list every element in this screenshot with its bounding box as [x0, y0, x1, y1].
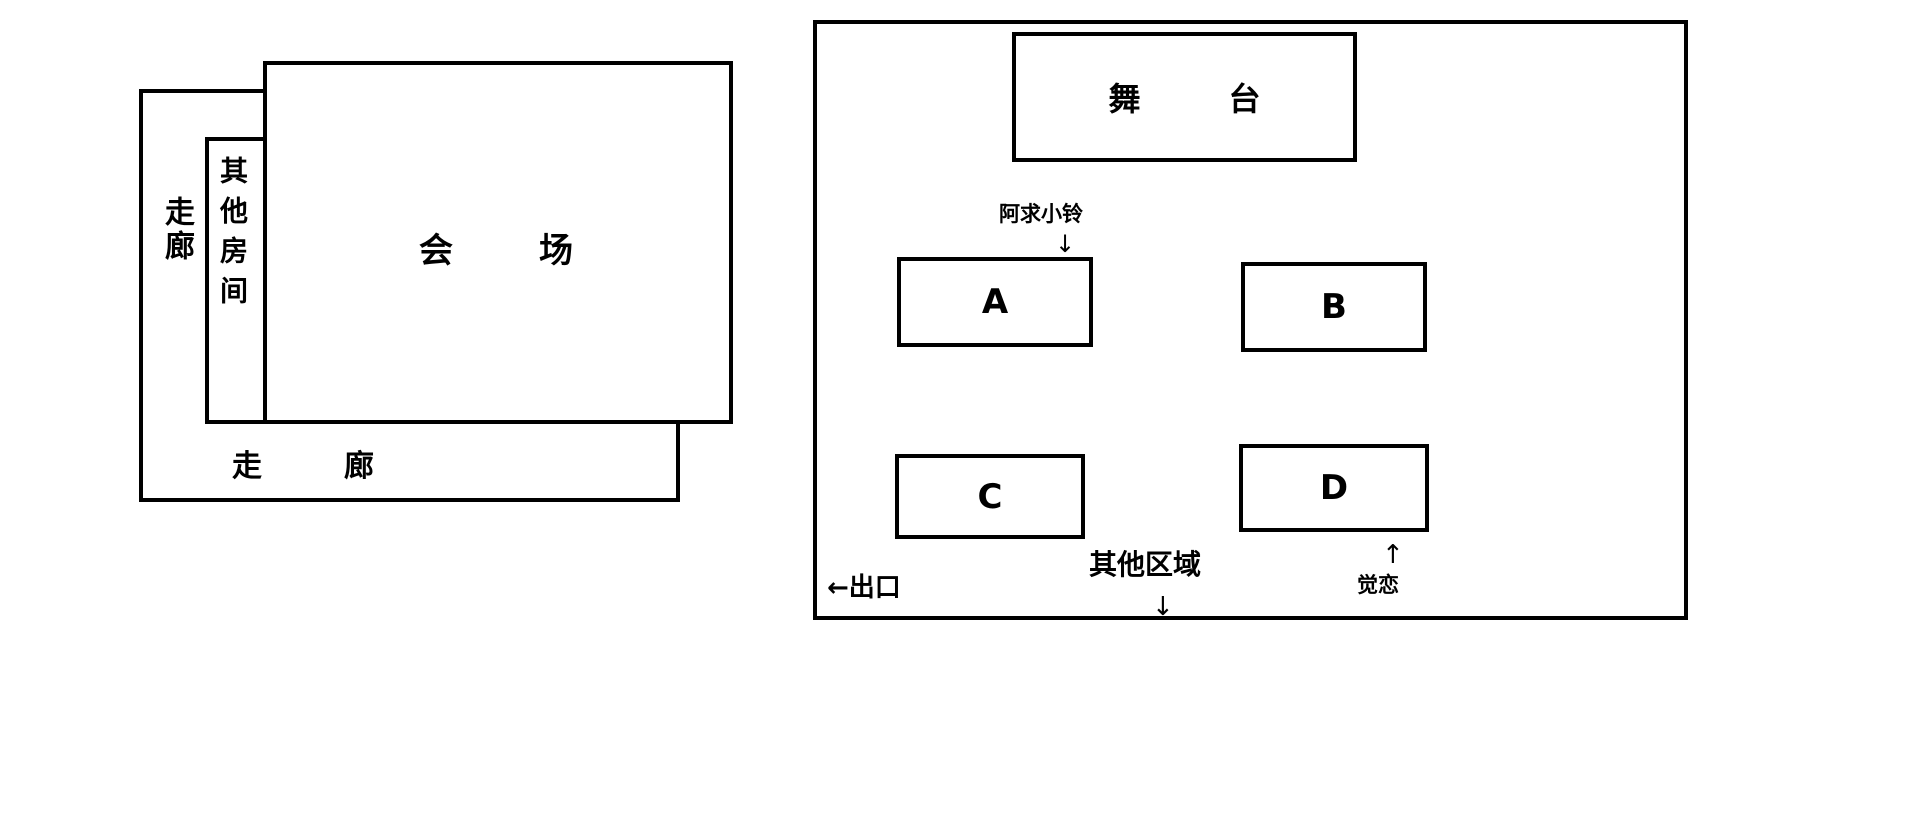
annotation-akyuu-suzu-label: 阿求小铃	[999, 202, 1083, 226]
seat-block-b[interactable]: B	[1241, 262, 1427, 352]
right-venue-panel: 舞 台 阿求小铃 ↓ A B C D ↑ 觉恋	[790, 0, 1914, 820]
seat-block-b-label: B	[1321, 287, 1347, 327]
stage-label: 舞 台	[1108, 80, 1289, 118]
seat-block-d-label: D	[1319, 468, 1349, 508]
main-hall-rect	[263, 61, 733, 424]
other-room-rect	[205, 137, 267, 424]
corridor-horizontal-label: 走 廊	[232, 449, 400, 484]
annotation-other-area-arrow-icon: ↓	[1152, 592, 1174, 622]
stage-box[interactable]: 舞 台	[1012, 32, 1357, 162]
annotation-akyuu-suzu-arrow-icon: ↓	[1055, 230, 1076, 258]
main-hall-label: 会 场	[419, 231, 599, 271]
seat-block-a[interactable]: A	[897, 257, 1093, 347]
annotation-other-area-label: 其他区域	[1089, 548, 1202, 581]
seat-block-d[interactable]: D	[1239, 444, 1429, 532]
seat-block-a-label: A	[981, 282, 1009, 322]
seat-block-c[interactable]: C	[895, 454, 1085, 539]
annotation-exit-label: ←出口	[827, 573, 901, 603]
corridor-vertical-label: 走廊	[159, 196, 194, 264]
left-floor-plan-outlines	[139, 61, 733, 502]
annotation-satori-koishi-label: 觉恋	[1357, 573, 1399, 597]
venue-boundary: 舞 台 阿求小铃 ↓ A B C D ↑ 觉恋	[813, 20, 1688, 620]
left-floor-plan-panel: 走廊 其他房间 会 场 走 廊	[0, 0, 790, 820]
seat-block-c-label: C	[977, 476, 1003, 517]
other-room-label: 其他房间	[216, 156, 249, 316]
annotation-satori-koishi-arrow-icon: ↑	[1382, 540, 1404, 570]
